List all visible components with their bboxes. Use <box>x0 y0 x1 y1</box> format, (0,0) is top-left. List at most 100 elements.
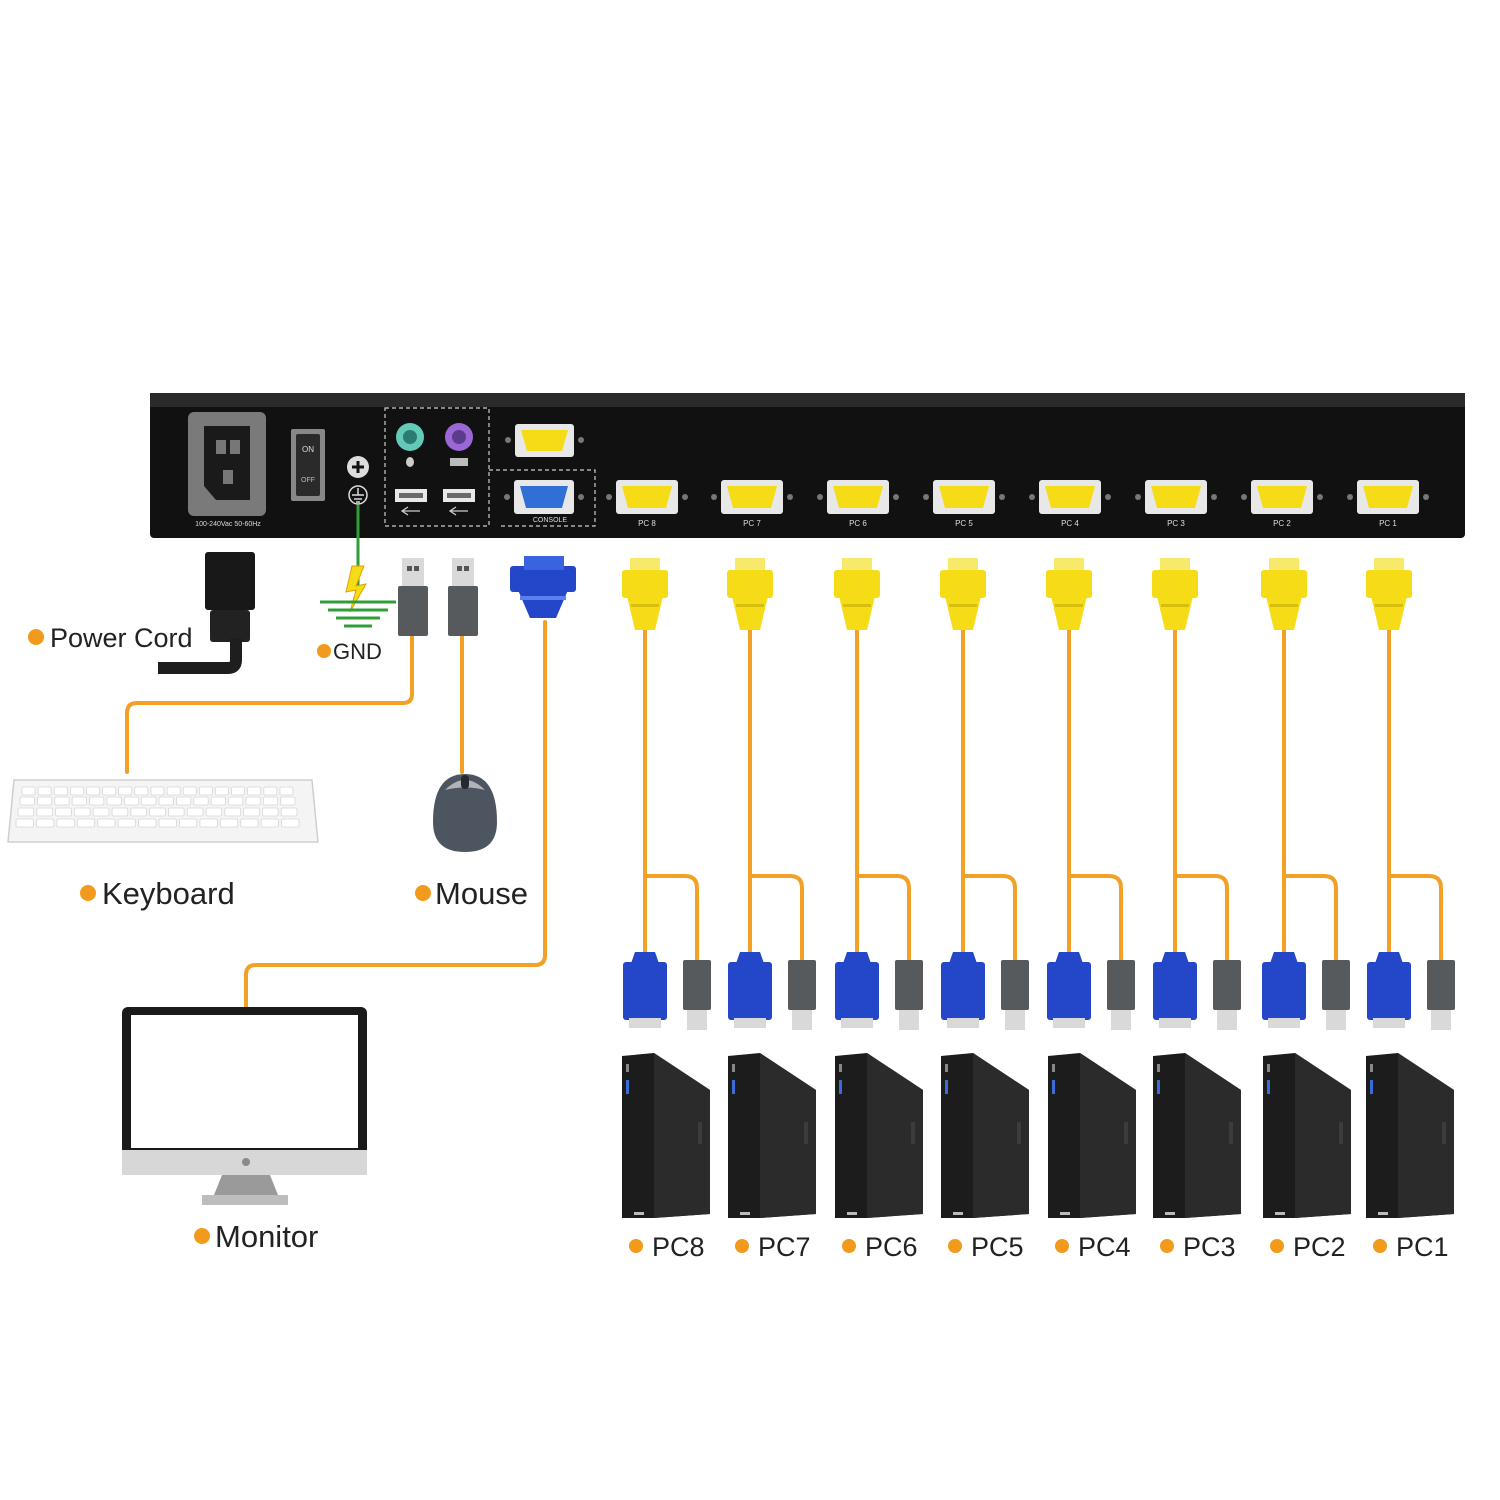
pc-label-group: PC4 <box>1055 1232 1131 1262</box>
usb-port-icon[interactable] <box>395 489 427 516</box>
vga-plug-yellow <box>727 558 773 630</box>
vga-plug-blue <box>835 952 879 1028</box>
pc-cable-split <box>1069 874 1123 960</box>
keyboard-cable <box>125 634 414 774</box>
pc-cable-split <box>1389 874 1443 960</box>
port-label: PC 5 <box>955 519 973 528</box>
vga-plug-yellow <box>1152 558 1198 630</box>
pc-label-group: PC5 <box>948 1232 1024 1262</box>
gnd-label-group: GND <box>317 639 382 664</box>
pc-label: PC6 <box>865 1232 918 1262</box>
vga-plug-yellow <box>1366 558 1412 630</box>
usb-plug <box>895 960 923 1030</box>
vga-port-icon[interactable] <box>1029 480 1111 514</box>
console-vga-port[interactable] <box>504 480 584 514</box>
usb-port-icon[interactable] <box>443 489 475 516</box>
peripheral-cables <box>125 504 547 1012</box>
pc-column-pc1: PC1 <box>1366 558 1455 1262</box>
pc-tower-icon <box>941 1053 1029 1218</box>
console-label: CONSOLE <box>533 517 568 524</box>
pc-column-pc5: PC5 <box>940 558 1029 1262</box>
vga-plug-blue <box>1153 952 1197 1028</box>
vga-port-icon[interactable] <box>923 480 1005 514</box>
vga-port-icon[interactable] <box>817 480 899 514</box>
pc-label: PC3 <box>1183 1232 1236 1262</box>
pc-cable-split <box>963 874 1017 960</box>
monitor-label-group: Monitor <box>194 1219 318 1254</box>
ps2-mouse-port-icon[interactable] <box>445 423 473 466</box>
power-inlet-icon <box>188 412 266 516</box>
pc-label: PC2 <box>1293 1232 1346 1262</box>
ground-screw[interactable] <box>347 456 369 505</box>
port-label: PC 6 <box>849 519 867 528</box>
pc-column-pc7: PC7 <box>727 558 816 1262</box>
ground-icon <box>320 565 396 628</box>
pc-tower-icon <box>1048 1053 1136 1218</box>
vga-plug-yellow <box>940 558 986 630</box>
pc-column-pc6: PC6 <box>834 558 923 1262</box>
pc-label-group: PC7 <box>735 1232 811 1262</box>
mouse-label-group: Mouse <box>415 876 528 911</box>
vga-port-icon[interactable] <box>606 480 688 514</box>
port-label: PC 4 <box>1061 519 1079 528</box>
pc-label-group: PC1 <box>1373 1232 1449 1262</box>
vga-port-icon[interactable] <box>505 424 584 457</box>
vga-plug-blue <box>941 952 985 1028</box>
ps2-keyboard-port-icon[interactable] <box>396 423 424 467</box>
usb-plug <box>788 960 816 1030</box>
mouse-label: Mouse <box>435 876 528 911</box>
vga-plug-yellow <box>1046 558 1092 630</box>
monitor-vga-plug <box>510 556 576 618</box>
pc-column-pc8: PC8 <box>622 558 711 1262</box>
pc-cable-split <box>645 874 699 960</box>
switch-on-label: ON <box>302 445 314 454</box>
vga-plug-yellow <box>1261 558 1307 630</box>
pc-tower-icon <box>728 1053 816 1218</box>
power-cord-label: Power Cord <box>50 623 193 653</box>
keyboard-label-group: Keyboard <box>80 876 235 911</box>
pc-column-pc4: PC4 <box>1046 558 1136 1262</box>
monitor-icon <box>122 1007 367 1205</box>
pc-column-pc3: PC3 <box>1152 558 1241 1262</box>
vga-plug-blue <box>728 952 772 1028</box>
pc-tower-icon <box>1366 1053 1454 1218</box>
kvm-switch-rear-panel: 100-240Vac 50-60Hz ON OFF <box>150 393 1465 538</box>
port-label: PC 8 <box>638 519 656 528</box>
usb-plug <box>1427 960 1455 1030</box>
port-label: PC 3 <box>1167 519 1185 528</box>
keyboard-icon <box>7 779 319 843</box>
pc-tower-icon <box>622 1053 710 1218</box>
pc-columns: PC8 PC7 PC6 PC5 PC4 PC3 PC2 PC1 <box>622 558 1455 1262</box>
pc-cable-split <box>857 874 911 960</box>
power-rating-label: 100-240Vac 50-60Hz <box>195 521 261 528</box>
vga-port-icon[interactable] <box>711 480 793 514</box>
usb-plug <box>1107 960 1135 1030</box>
mouse-usb-plug <box>448 558 478 636</box>
usb-plug <box>1213 960 1241 1030</box>
monitor-cable <box>244 620 547 1012</box>
pc-label: PC1 <box>1396 1232 1449 1262</box>
gnd-label: GND <box>333 639 382 664</box>
pc-label-group: PC6 <box>842 1232 918 1262</box>
monitor-label: Monitor <box>215 1219 318 1254</box>
vga-plug-blue <box>1262 952 1306 1028</box>
mouse-icon <box>433 774 497 852</box>
vga-port-icon[interactable] <box>1241 480 1323 514</box>
usb-plug <box>683 960 711 1030</box>
vga-port-icon[interactable] <box>1135 480 1217 514</box>
power-cord <box>158 552 255 674</box>
pc-tower-icon <box>1153 1053 1241 1218</box>
vga-plug-blue <box>623 952 667 1028</box>
pc-label-group: PC8 <box>629 1232 705 1262</box>
pc-tower-icon <box>835 1053 923 1218</box>
power-switch[interactable]: ON OFF <box>291 429 325 501</box>
power-cord-label-group: Power Cord <box>28 623 193 653</box>
pc-cable-split <box>1284 874 1338 960</box>
switch-off-label: OFF <box>301 477 315 484</box>
port-label: PC 7 <box>743 519 761 528</box>
keyboard-label: Keyboard <box>102 876 235 911</box>
vga-port-icon[interactable] <box>1347 480 1429 514</box>
keyboard-usb-plug <box>398 558 428 636</box>
